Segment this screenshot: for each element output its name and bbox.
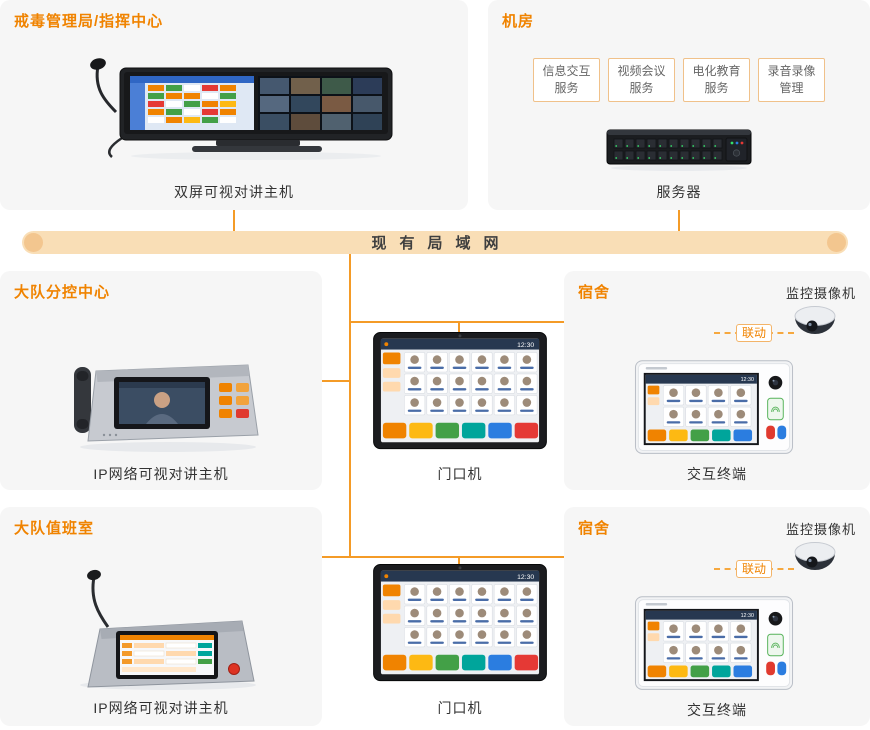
panel-dormitory-2: 宿舍 监控摄像机 联动 12 — [564, 507, 870, 726]
connector-line — [458, 321, 460, 333]
microphone-icon — [91, 576, 110, 628]
device-label: 门口机 — [437, 466, 483, 482]
device-label: 门口机 — [437, 700, 483, 716]
camera-lens-icon — [458, 566, 462, 570]
panel-dormitory-1: 宿舍 监控摄像机 联动 12 — [564, 271, 870, 490]
panel-title: 戒毒管理局/指挥中心 — [14, 13, 164, 30]
camera-lens-icon — [458, 334, 462, 338]
linkage-connector: 联动 — [714, 559, 794, 579]
screen-clock: 12:30 — [741, 613, 754, 619]
screen-clock: 12:30 — [741, 377, 754, 383]
device-label: IP网络可视对讲主机 — [93, 700, 229, 716]
door-phone-illustration: 12:30 — [373, 563, 547, 682]
connector-line — [233, 210, 235, 231]
device-label: IP网络可视对讲主机 — [93, 466, 229, 482]
linkage-connector: 联动 — [714, 323, 794, 343]
screen-clock: 12:30 — [517, 574, 534, 581]
device-label: 服务器 — [656, 184, 702, 200]
panel-title: 宿舍 — [578, 520, 611, 537]
linkage-badge: 联动 — [735, 324, 772, 342]
call-button-icon — [766, 425, 775, 440]
panel-command-center: 戒毒管理局/指挥中心 — [0, 0, 468, 210]
lan-label: 现有局域网 — [371, 235, 512, 252]
panel-machine-room: 机房 信息交互 服务 视频会议 服务 电化教育 服务 录音录像 管理 — [488, 0, 870, 210]
server-illustration — [606, 129, 752, 171]
panel-title: 大队值班室 — [14, 520, 95, 537]
service-box-av-recording: 录音录像 管理 — [758, 58, 825, 102]
dual-screen-intercom-illustration — [90, 58, 393, 160]
service-box-e-education: 电化教育 服务 — [683, 58, 750, 102]
dome-camera-icon — [794, 306, 836, 334]
interactive-terminal-illustration: 12:30 — [634, 596, 794, 690]
camera-label: 监控摄像机 — [785, 286, 856, 301]
connector-line — [349, 254, 351, 558]
device-label: 交互终端 — [687, 466, 747, 482]
service-box-info-exchange: 信息交互 服务 — [533, 58, 600, 102]
connector-line — [322, 380, 351, 382]
dome-camera-icon — [794, 542, 836, 570]
ip-video-intercom-master-illustration — [74, 364, 259, 452]
connector-line — [349, 321, 564, 323]
device-label: 交互终端 — [687, 702, 747, 718]
lan-bus: 现有局域网 — [22, 231, 848, 254]
linkage-badge: 联动 — [735, 560, 772, 578]
service-box-video-conference: 视频会议 服务 — [608, 58, 675, 102]
connector-line — [678, 210, 680, 231]
panel-title: 大队分控中心 — [14, 284, 111, 301]
unlock-button-icon — [777, 661, 787, 676]
microphone-icon — [95, 65, 118, 114]
handset-icon — [74, 367, 91, 433]
camera-label: 监控摄像机 — [785, 522, 856, 537]
screen-clock: 12:30 — [517, 342, 534, 349]
service-box-row: 信息交互 服务 视频会议 服务 电化教育 服务 录音录像 管理 — [488, 58, 870, 102]
panel-title: 宿舍 — [578, 284, 611, 301]
connector-line — [458, 556, 460, 565]
ip-video-intercom-master-illustration — [80, 569, 256, 690]
door-phone-illustration: 12:30 — [373, 331, 547, 450]
interactive-terminal-illustration: 12:30 — [634, 360, 794, 454]
device-label: 双屏可视对讲主机 — [174, 184, 294, 200]
panel-division-control-center: 大队分控中心 IP网络可视对讲主机 — [0, 271, 322, 490]
connector-line — [322, 556, 564, 558]
panel-division-duty-room: 大队值班室 IP网络可视对讲主机 — [0, 507, 322, 726]
unlock-button-icon — [777, 425, 787, 440]
call-button-icon — [766, 661, 775, 676]
panel-title: 机房 — [502, 13, 535, 30]
